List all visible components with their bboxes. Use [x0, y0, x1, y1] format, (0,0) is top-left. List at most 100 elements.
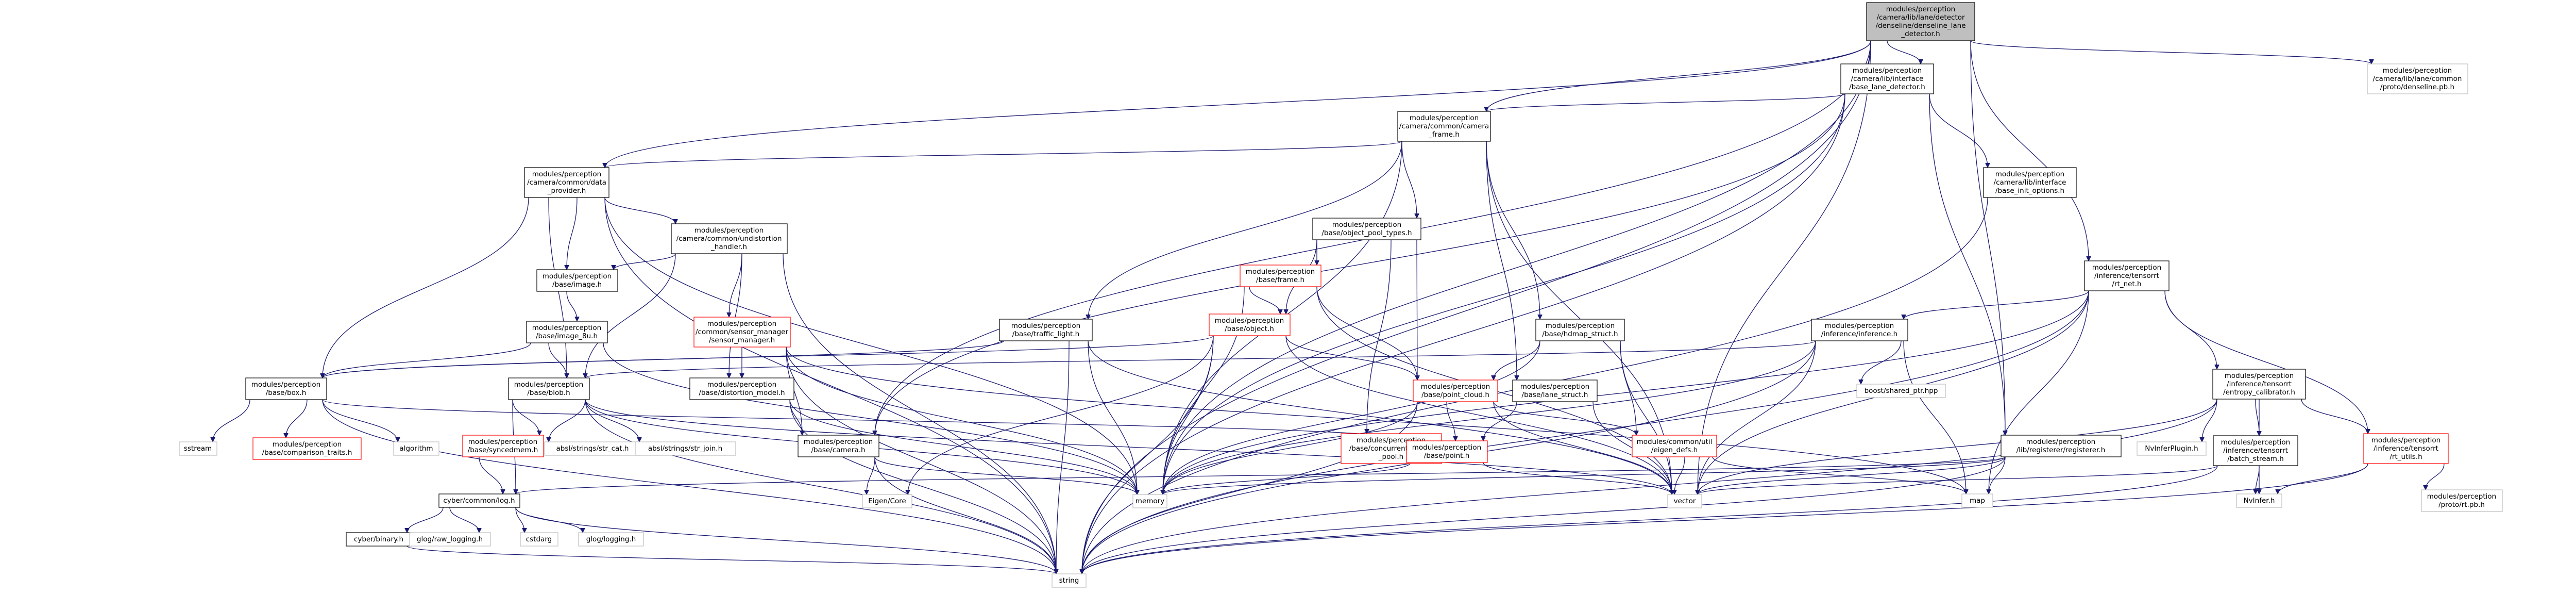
graph-edge-hdmap-struct-to-eigen-defs [1620, 340, 1636, 435]
node-box [1406, 440, 1488, 463]
graph-node-distortion-model[interactable]: modules/perception/base/distortion_model… [689, 377, 794, 400]
node-label-line: /base/object.h [1225, 325, 1274, 333]
node-label-line: /base/lane_struct.h [1522, 391, 1588, 399]
graph-node-rt-utils[interactable]: modules/perception/inference/tensorrt/rt… [2363, 433, 2449, 464]
graph-node-nvinferplugin[interactable]: NvInferPlugin.h [2137, 441, 2207, 456]
graph-node-point[interactable]: modules/perception/base/point.h [1406, 440, 1488, 463]
graph-node-image[interactable]: modules/perception/base/image.h [536, 269, 618, 292]
graph-node-point-cloud[interactable]: modules/perception/base/point_cloud.h [1413, 380, 1498, 402]
node-label-line: modules/perception [468, 438, 537, 446]
graph-node-str-join[interactable]: absl/strings/str_join.h [635, 441, 736, 456]
graph-node-data-provider[interactable]: modules/perception/camera/common/data_pr… [524, 167, 609, 198]
node-box [438, 493, 520, 508]
graph-node-camera-frame[interactable]: modules/perception/camera/common/camera_… [1397, 111, 1491, 142]
node-label-line: glog/raw_logging.h [417, 535, 483, 543]
node-label-line: /inference/tensorrt [2374, 444, 2438, 453]
graph-node-sensor-manager[interactable]: modules/perception/common/sensor_manager… [693, 317, 791, 348]
node-box [245, 377, 327, 400]
graph-node-base-lane-detector[interactable]: modules/perception/camera/lib/interface/… [1840, 63, 1934, 94]
node-box [544, 441, 641, 456]
node-label-line: vector [1674, 497, 1696, 505]
graph-edge-image-to-image-8u [566, 291, 577, 321]
graph-node-algorithm[interactable]: algorithm [393, 441, 439, 456]
graph-edge-distortion-model-to-string [789, 399, 1056, 574]
graph-node-syncedmem[interactable]: modules/perception/base/syncedmem.h [462, 435, 544, 457]
graph-edge-camera-frame-to-data-provider [605, 141, 1402, 168]
graph-edge-object-to-eigen-core [908, 335, 1214, 494]
graph-node-eigen-core[interactable]: Eigen/Core [862, 494, 912, 508]
graph-node-string[interactable]: string [1052, 573, 1087, 588]
graph-edge-cyber-log-to-string [515, 507, 1056, 574]
graph-edge-root-to-registerer [1970, 40, 2005, 435]
node-box [2212, 369, 2306, 400]
node-box [671, 223, 788, 254]
graph-node-cstdarg[interactable]: cstdarg [520, 532, 558, 547]
graph-edge-rt-net-to-memory [1163, 290, 2089, 494]
graph-node-glog-logging[interactable]: glog/logging.h [578, 532, 644, 547]
graph-edge-lane-struct-to-point [1483, 401, 1517, 441]
graph-node-traffic-light[interactable]: modules/perception/base/traffic_light.h [999, 319, 1093, 341]
node-label-line: modules/perception [1995, 170, 2064, 178]
graph-edge-rt-utils-to-nvinfer [2278, 463, 2368, 494]
graph-node-inference[interactable]: modules/perception/inference/inference.h [1811, 319, 1908, 341]
graph-node-batch-stream[interactable]: modules/perception/inference/tensorrt/ba… [2213, 435, 2298, 466]
graph-node-object[interactable]: modules/perception/base/object.h [1209, 314, 1291, 336]
graph-node-cyber-log[interactable]: cyber/common/log.h [438, 493, 520, 508]
graph-node-undistortion[interactable]: modules/perception/camera/common/undisto… [671, 223, 788, 254]
graph-node-eigen-defs[interactable]: modules/common/util/eigen_defs.h [1632, 435, 1717, 457]
node-label-line: /proto/denseline.pb.h [2380, 83, 2454, 91]
graph-node-blob[interactable]: modules/perception/base/blob.h [508, 377, 590, 400]
graph-node-memory[interactable]: memory [1132, 494, 1167, 508]
graph-node-denseline-pb[interactable]: modules/perception/camera/lib/lane/commo… [2367, 63, 2468, 94]
graph-node-comparison-traits[interactable]: modules/perception/base/comparison_trait… [252, 437, 362, 460]
graph-node-rt-net[interactable]: modules/perception/inference/tensorrt/rt… [2084, 260, 2170, 291]
graph-node-box[interactable]: modules/perception/base/box.h [245, 377, 327, 400]
graph-edge-traffic-light-to-memory [1088, 340, 1137, 494]
graph-node-frame[interactable]: modules/perception/base/frame.h [1240, 265, 1321, 287]
graph-node-str-cat[interactable]: absl/strings/str_cat.h [544, 441, 641, 456]
graph-node-binary[interactable]: cyber/binary.h [346, 532, 412, 547]
node-label-line: /eigen_defs.h [1651, 446, 1698, 454]
graph-edge-data-provider-to-image [567, 197, 578, 270]
graph-node-nvinfer[interactable]: NvInfer.h [2236, 493, 2282, 508]
graph-edge-undistortion-to-blob [585, 253, 676, 378]
node-label-line: absl/strings/str_cat.h [556, 444, 629, 453]
node-box [1866, 2, 1975, 41]
node-box [252, 437, 362, 460]
graph-node-shared-ptr[interactable]: boost/shared_ptr.hpp [1856, 384, 1946, 398]
graph-node-registerer[interactable]: modules/perception/lib/registerer/regist… [2001, 435, 2122, 457]
graph-edge-registerer-to-map [1989, 456, 2006, 494]
graph-edge-data-provider-to-undistortion [604, 197, 675, 224]
graph-node-lane-struct[interactable]: modules/perception/base/lane_struct.h [1512, 380, 1598, 402]
node-label-line: /inference/tensorrt [2223, 447, 2288, 455]
node-label-line: _provider.h [547, 187, 586, 195]
graph-node-base-init-options[interactable]: modules/perception/camera/lib/interface/… [1983, 167, 2077, 198]
graph-node-sstream[interactable]: sstream [179, 441, 217, 456]
graph-edge-camera-to-eigen-core [867, 456, 875, 494]
node-box [1667, 494, 1702, 508]
graph-node-entropy-calibrator[interactable]: modules/perception/inference/tensorrt/en… [2212, 369, 2306, 400]
node-label-line: /base/syncedmem.h [468, 446, 538, 454]
graph-node-postsort[interactable]: modules/perception/proto/rt.pb.h [2421, 489, 2503, 512]
graph-node-camera[interactable]: modules/perception/base/camera.h [798, 435, 879, 457]
node-box [1397, 111, 1491, 142]
graph-edge-root-to-string [1082, 40, 1871, 574]
graph-node-glog-raw[interactable]: glog/raw_logging.h [409, 532, 491, 547]
graph-edge-entropy-calibrator-to-string [1082, 399, 2217, 574]
node-label-line: modules/perception [251, 381, 320, 389]
node-label-line: /camera/common/data [527, 178, 606, 187]
graph-node-map[interactable]: map [1961, 493, 1993, 508]
graph-node-object-pool-types[interactable]: modules/perception/base/object_pool_type… [1312, 218, 1421, 240]
node-box [798, 435, 879, 457]
graph-edge-base-lane-detector-to-string [1082, 93, 1845, 574]
node-box [526, 321, 608, 343]
graph-edge-blob-to-str-join [585, 399, 639, 442]
graph-node-hdmap-struct[interactable]: modules/perception/base/hdmap_struct.h [1535, 319, 1625, 341]
node-label-line: NvInfer.h [2244, 497, 2275, 505]
graph-node-image-8u[interactable]: modules/perception/base/image_8u.h [526, 321, 608, 343]
graph-node-root[interactable]: modules/perception/camera/lib/lane/detec… [1866, 2, 1975, 41]
node-label-line: modules/perception [2221, 438, 2290, 447]
graph-node-vector[interactable]: vector [1667, 494, 1702, 508]
node-label-line: modules/perception [532, 170, 601, 178]
graph-edge-undistortion-to-distortion-model [729, 253, 742, 378]
